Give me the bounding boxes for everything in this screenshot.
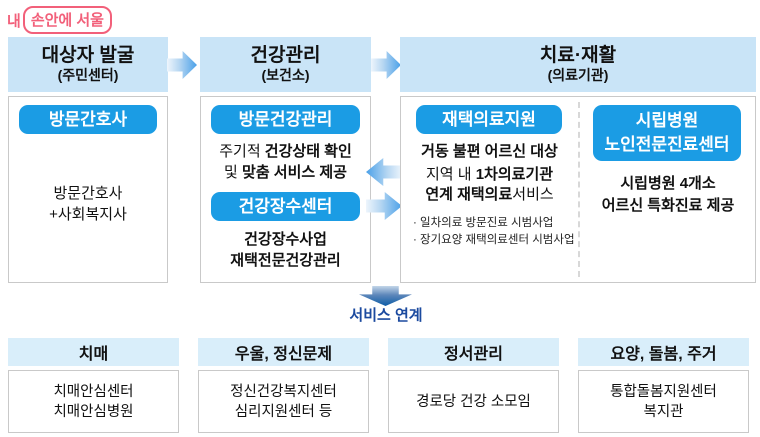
bottom-header-emotional-care: 정서관리 [388, 338, 559, 366]
column-subtitle: (의료기관) [547, 67, 609, 83]
pill-visiting-health-care: 방문건강관리 [211, 105, 360, 134]
healthy-longevity-description: 건강장수사업 재택전문건강관리 [230, 231, 341, 269]
bullet-item: · 장기요양 재택의료센터 시범사업 [413, 234, 575, 246]
bottom-body-dementia: 치매안심센터 치매안심병원 [8, 370, 179, 433]
municipal-hospital-description: 시립병원 4개소 어르신 특화진료 제공 [601, 175, 735, 214]
visiting-health-care-description: 주기적 건강상태 확인 및 맞춤 서비스 제공 [219, 143, 352, 181]
bottom-header-depression-mental: 우울, 정신문제 [198, 338, 369, 366]
flow-arrow-right-icon [366, 192, 402, 220]
brand-title: 내 손안에 서울 [7, 6, 112, 34]
column-body-treatment-rehab: 재택의료지원 거동 불편 어르신 대상 지역 내 1차의료기관 연계 재택의료서… [400, 96, 756, 283]
bottom-body-care-housing: 통합돌봄지원센터 복지관 [578, 370, 749, 433]
pill-visiting-nurse: 방문간호사 [19, 105, 157, 134]
bottom-header-care-housing: 요양, 돌봄, 주거 [578, 338, 749, 366]
bottom-body-emotional-care: 경로당 건강 소모임 [388, 370, 559, 433]
column-title: 대상자 발굴 [41, 45, 135, 66]
home-medical-pilot-projects: · 일차의료 방문진료 시범사업 · 장기요양 재택의료센터 시범사업 [413, 215, 578, 249]
bottom-header-dementia: 치매 [8, 338, 179, 366]
brand-title-boxed: 손안에 서울 [22, 6, 112, 34]
pill-home-medical-support: 재택의료지원 [416, 105, 562, 134]
column-title: 건강관리 [250, 45, 321, 66]
column-header-treatment-rehab: 치료·재활 (의료기관) [400, 37, 756, 92]
column-subtitle: (주민센터) [57, 67, 119, 83]
column-body-health-management: 방문건강관리 주기적 건강상태 확인 및 맞춤 서비스 제공 건강장수센터 건강… [200, 96, 371, 283]
pill-healthy-longevity-center: 건강장수센터 [211, 192, 360, 221]
flow-arrow-left-icon [366, 158, 402, 186]
flow-arrow-right-icon [167, 51, 197, 79]
column-title: 치료·재활 [539, 45, 617, 66]
column-subtitle: (보건소) [261, 67, 310, 83]
service-linkage-label: 서비스 연계 [349, 307, 423, 324]
column-body-target-discovery: 방문간호사 방문간호사 +사회복지사 [8, 96, 168, 283]
bottom-body-depression-mental: 정신건강복지센터 심리지원센터 등 [198, 370, 369, 433]
vertical-dashed-divider [578, 102, 580, 277]
brand-title-prefix: 내 [7, 12, 21, 30]
home-medical-target: 거동 불편 어르신 대상 [421, 143, 558, 160]
column-header-target-discovery: 대상자 발굴 (주민센터) [8, 37, 168, 92]
discovery-description: 방문간호사 +사회복지사 [49, 185, 127, 223]
home-medical-description: 지역 내 1차의료기관 연계 재택의료서비스 [425, 166, 554, 203]
flow-arrow-right-icon [371, 51, 401, 79]
flow-arrow-down-icon [359, 286, 412, 306]
column-header-health-management: 건강관리 (보건소) [200, 37, 371, 92]
bullet-item: · 일차의료 방문진료 시범사업 [413, 217, 554, 229]
